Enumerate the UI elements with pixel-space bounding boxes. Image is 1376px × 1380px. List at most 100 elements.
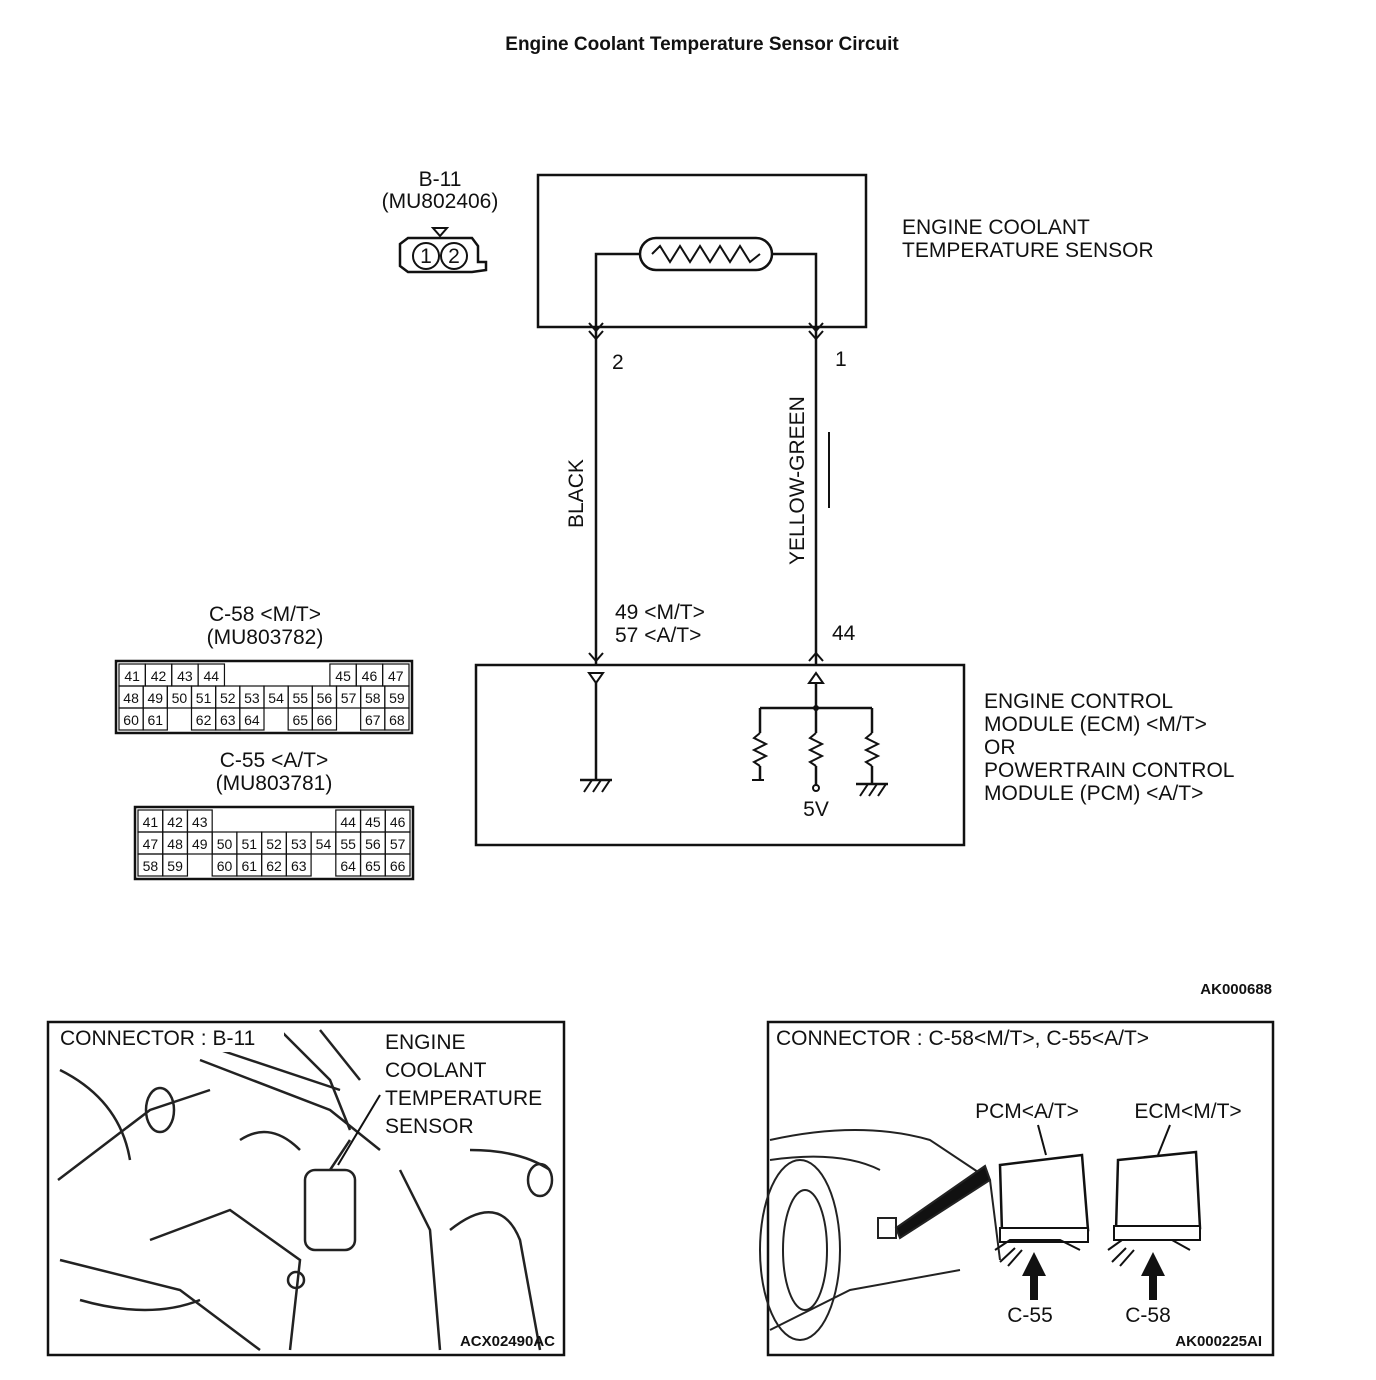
ecm-5v-label: 5V	[803, 798, 829, 821]
sensor-label-line1: ENGINE COOLANT	[902, 216, 1090, 239]
connector-pin-number: 52	[220, 690, 236, 706]
photo-left-code: ACX02490AC	[460, 1333, 555, 1350]
page-title: Engine Coolant Temperature Sensor Circui…	[505, 34, 899, 55]
c58-part-number: (MU803782)	[207, 626, 324, 649]
photo-left-caption: CONNECTOR : B-11	[60, 1027, 255, 1050]
connector-pin-number: 51	[241, 836, 257, 852]
thermistor-symbol	[638, 236, 774, 272]
b11-pin-2: 2	[448, 245, 460, 268]
dashboard-illustration	[759, 1129, 1001, 1341]
photo-panel-b11: CONNECTOR : B-11 ENGINE COOLANT TEMPERAT…	[46, 1020, 566, 1357]
connector-pin-number: 53	[291, 836, 307, 852]
connector-pin-cell	[311, 707, 338, 731]
connector-pin-cell	[384, 707, 410, 731]
photo-right-code: AK000225AI	[1175, 1333, 1262, 1350]
connector-pin-cell	[239, 707, 265, 731]
connector-pin-number: 65	[292, 712, 308, 728]
b11-pin-1: 1	[420, 245, 432, 268]
connector-pin-number: 67	[365, 712, 381, 728]
connector-pin-number: 64	[340, 858, 356, 874]
connector-pin-number: 56	[365, 836, 381, 852]
engine-bay-illustration	[57, 1029, 554, 1351]
connector-pin-number: 68	[389, 712, 405, 728]
ecm-label-line5: MODULE (PCM) <A/T>	[984, 782, 1203, 805]
c55-title: C-55 <A/T>	[220, 749, 329, 772]
connector-pin-number: 48	[123, 690, 139, 706]
photo-panel-c58-c55: CONNECTOR : C-58<M/T>, C-55<A/T> PCM<A/T…	[759, 1020, 1275, 1357]
connector-pin-number: 54	[316, 836, 332, 852]
photo-right-caption: CONNECTOR : C-58<M/T>, C-55<A/T>	[776, 1027, 1149, 1050]
photo-right-c58-label: C-58	[1125, 1304, 1171, 1327]
coolant-sensor-box	[536, 173, 868, 329]
connector-pin-number: 57	[390, 836, 406, 852]
c55-part-number: (MU803781)	[216, 772, 333, 795]
wire-yellow-green-label: YELLOW-GREEN	[786, 396, 809, 565]
pcm-module	[994, 1153, 1090, 1267]
connector-pin-number: 43	[177, 668, 193, 684]
wire-left-pin: 2	[612, 351, 624, 374]
ecm-label-line1: ENGINE CONTROL	[984, 690, 1173, 713]
connector-pin-number: 65	[365, 858, 381, 874]
b11-connector-symbol: B-11 (MU802406) 1 2	[382, 168, 499, 274]
connector-pin-number: 49	[147, 690, 163, 706]
connector-pin-number: 42	[151, 668, 167, 684]
connector-pin-cell	[384, 853, 411, 877]
connector-pin-number: 45	[365, 814, 381, 830]
connector-pin-number: 52	[266, 836, 282, 852]
connector-pin-number: 50	[172, 690, 188, 706]
photo-left-label-line1: ENGINE	[385, 1031, 466, 1054]
connector-pin-number: 54	[268, 690, 284, 706]
b11-part-number: (MU802406)	[382, 190, 499, 213]
photo-left-label-line4: SENSOR	[385, 1115, 474, 1138]
connector-pin-number: 46	[390, 814, 406, 830]
connector-pin-number: 64	[244, 712, 260, 728]
connector-pin-number: 57	[341, 690, 357, 706]
connector-pin-number: 48	[167, 836, 183, 852]
connector-pin-cell	[162, 853, 189, 877]
ecm-pin-44: 44	[832, 622, 856, 645]
connector-pin-number: 58	[365, 690, 381, 706]
connector-pin-number: 62	[266, 858, 282, 874]
connector-pin-number: 60	[123, 712, 139, 728]
connector-pin-number: 62	[196, 712, 212, 728]
connector-pin-number: 51	[196, 690, 212, 706]
photo-right-ecm-label: ECM<M/T>	[1134, 1100, 1241, 1123]
wire-right-pin: 1	[835, 348, 847, 371]
wiring	[588, 322, 830, 665]
photo-right-pcm-label: PCM<A/T>	[975, 1100, 1079, 1123]
photo-left-label-line2: COOLANT	[385, 1059, 487, 1082]
connector-pin-number: 59	[389, 690, 405, 706]
connector-pin-number: 55	[340, 836, 356, 852]
connector-pin-number: 63	[291, 858, 307, 874]
ecm-box	[474, 663, 966, 847]
connector-pin-number: 41	[143, 814, 159, 830]
connector-pin-number: 43	[192, 814, 208, 830]
connector-pin-number: 45	[335, 668, 351, 684]
ecm-module	[1107, 1150, 1202, 1267]
connector-pin-number: 44	[340, 814, 356, 830]
connector-pin-number: 60	[217, 858, 233, 874]
c58-title: C-58 <M/T>	[209, 603, 321, 626]
connector-pin-number: 59	[167, 858, 183, 874]
ecm-label-line4: POWERTRAIN CONTROL	[984, 759, 1234, 782]
ecm-pin-at: 57 <A/T>	[615, 624, 701, 647]
photo-left-label-line3: TEMPERATURE	[385, 1087, 542, 1110]
connector-pin-number: 41	[124, 668, 140, 684]
connector-pin-number: 61	[241, 858, 257, 874]
ecm-label-line2: MODULE (ECM) <M/T>	[984, 713, 1207, 736]
connector-pin-number: 63	[220, 712, 236, 728]
connector-pin-cell	[142, 707, 168, 731]
sensor-label-line2: TEMPERATURE SENSOR	[902, 239, 1154, 262]
connector-pin-number: 56	[317, 690, 333, 706]
arrow-up-icon	[1022, 1252, 1046, 1300]
arrow-up-icon	[1141, 1252, 1165, 1300]
connector-pin-number: 66	[390, 858, 406, 874]
connector-pin-cell	[285, 853, 312, 877]
b11-id: B-11	[419, 168, 462, 191]
connector-pin-number: 47	[388, 668, 404, 684]
connector-pin-number: 58	[143, 858, 159, 874]
connector-pin-number: 53	[244, 690, 260, 706]
connector-pin-number: 55	[292, 690, 308, 706]
